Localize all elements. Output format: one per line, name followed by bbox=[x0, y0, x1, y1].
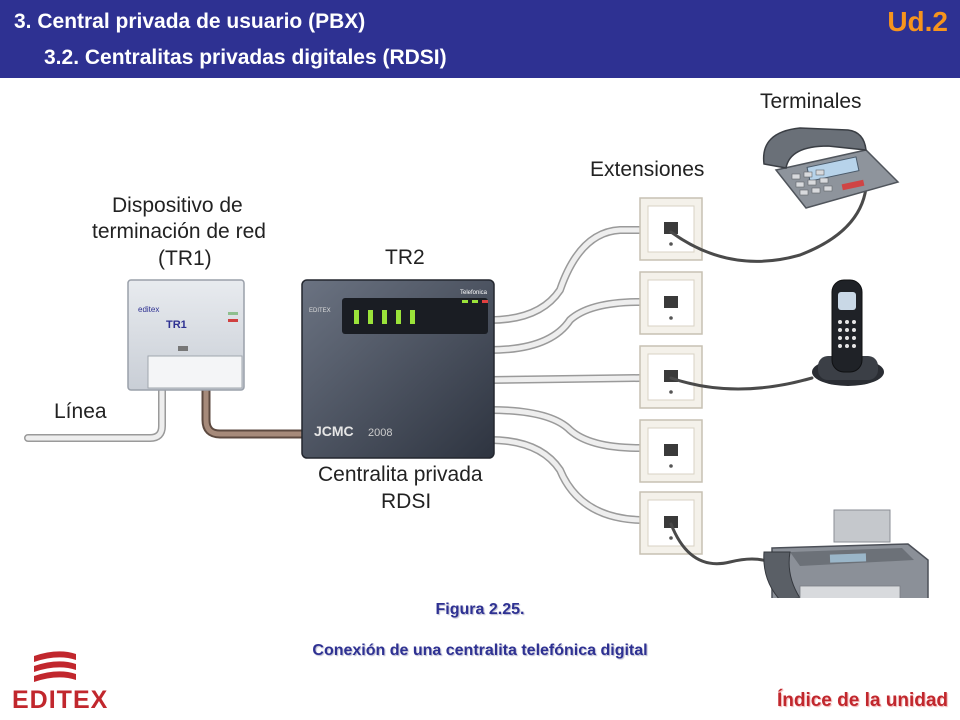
label-tr2: TR2 bbox=[385, 246, 425, 269]
extension-cables bbox=[486, 226, 644, 524]
label-terminales: Terminales bbox=[760, 90, 862, 113]
pbx-telefonica-label: Telefonica bbox=[460, 290, 488, 296]
label-dispositivo-line2: terminación de red bbox=[92, 220, 266, 243]
wall-socket-5 bbox=[639, 491, 703, 555]
editex-logo-text: EDITEX bbox=[12, 686, 109, 714]
pbx-year-label: 2008 bbox=[368, 427, 392, 439]
fax-machine bbox=[763, 509, 929, 598]
unit-index-link[interactable]: Índice de la unidad bbox=[776, 690, 948, 711]
wall-sockets bbox=[639, 197, 703, 555]
pbx-centralita: Telefonica EDITEX JCMC 2008 bbox=[301, 279, 495, 459]
tr1-model-label: TR1 bbox=[166, 319, 187, 331]
wall-socket-4 bbox=[639, 419, 703, 483]
wall-socket-2 bbox=[639, 271, 703, 335]
unit-badge: Ud.2 bbox=[887, 6, 948, 37]
line-cable bbox=[24, 386, 166, 442]
subsection-title: 3.2. Centralitas privadas digitales (RDS… bbox=[44, 46, 447, 69]
pbx-connection-diagram: Terminales Extensiones Dispositivo de te… bbox=[24, 90, 929, 598]
label-extensiones: Extensiones bbox=[590, 158, 704, 181]
tr1-brand-label: editex bbox=[138, 305, 159, 314]
label-dispositivo-line1: Dispositivo de bbox=[112, 194, 243, 217]
tr1-pbx-cable bbox=[201, 385, 311, 439]
editex-logo-icon bbox=[34, 651, 76, 682]
figure-caption: Conexión de una centralita telefónica di… bbox=[312, 642, 648, 659]
tr1-device: editex TR1 bbox=[127, 279, 245, 391]
figure-number: Figura 2.25. bbox=[435, 601, 525, 618]
pbx-logo-label: EDITEX bbox=[309, 308, 331, 314]
cordless-phone bbox=[812, 279, 884, 386]
header-bar: 3. Central privada de usuario (PBX) 3.2.… bbox=[0, 0, 960, 78]
pbx-model-label: JCMC bbox=[314, 423, 354, 439]
wall-socket-1 bbox=[639, 197, 703, 261]
section-title: 3. Central privada de usuario (PBX) bbox=[14, 10, 366, 33]
label-centralita-line2: RDSI bbox=[381, 490, 431, 513]
label-centralita-line1: Centralita privada bbox=[318, 463, 483, 486]
label-dispositivo-line3: (TR1) bbox=[158, 247, 212, 270]
desk-phone bbox=[762, 127, 900, 209]
label-linea: Línea bbox=[54, 400, 107, 423]
